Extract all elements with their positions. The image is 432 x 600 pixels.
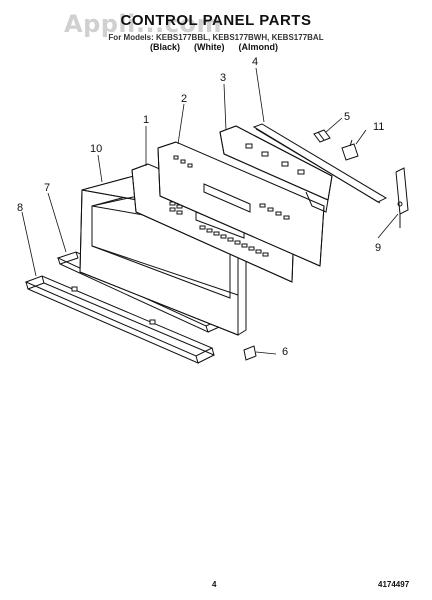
callout-5: 5 [344,111,351,123]
page-number: 4 [212,580,217,589]
part-9-side-bracket [395,167,409,228]
callout-2: 2 [181,93,188,105]
color-black: (Black) [150,42,181,52]
model-numbers: For Models: KEBS177BBL, KEBS177BWH, KEBS… [108,33,324,42]
callout-10: 10 [90,143,103,155]
callout-6: 6 [282,346,289,358]
document-number: 4174497 [378,580,410,589]
watermark: Appli...com [64,10,222,38]
callout-7: 7 [44,182,51,194]
callout-1: 1 [143,114,150,126]
part-6-block [243,345,257,361]
callout-9: 9 [375,242,382,254]
page-title: CONTROL PANEL PARTS [120,12,312,29]
callout-8: 8 [17,202,24,214]
part-11-bracket-clip [341,139,359,161]
callout-11: 11 [373,121,385,133]
part-4-long-rod [252,123,388,204]
color-white: (White) [194,42,225,52]
part-8-trim-strip [24,275,215,364]
part-3-housing [219,125,333,213]
color-almond: (Almond) [238,42,279,52]
part-2-control-board [157,141,325,267]
board-components [173,155,290,220]
callout-4: 4 [252,56,259,68]
color-variants: (Black) (White) (Almond) [150,42,278,52]
callout-3: 3 [220,72,227,84]
leader-lines [21,67,399,355]
part-5-clip [313,129,331,143]
